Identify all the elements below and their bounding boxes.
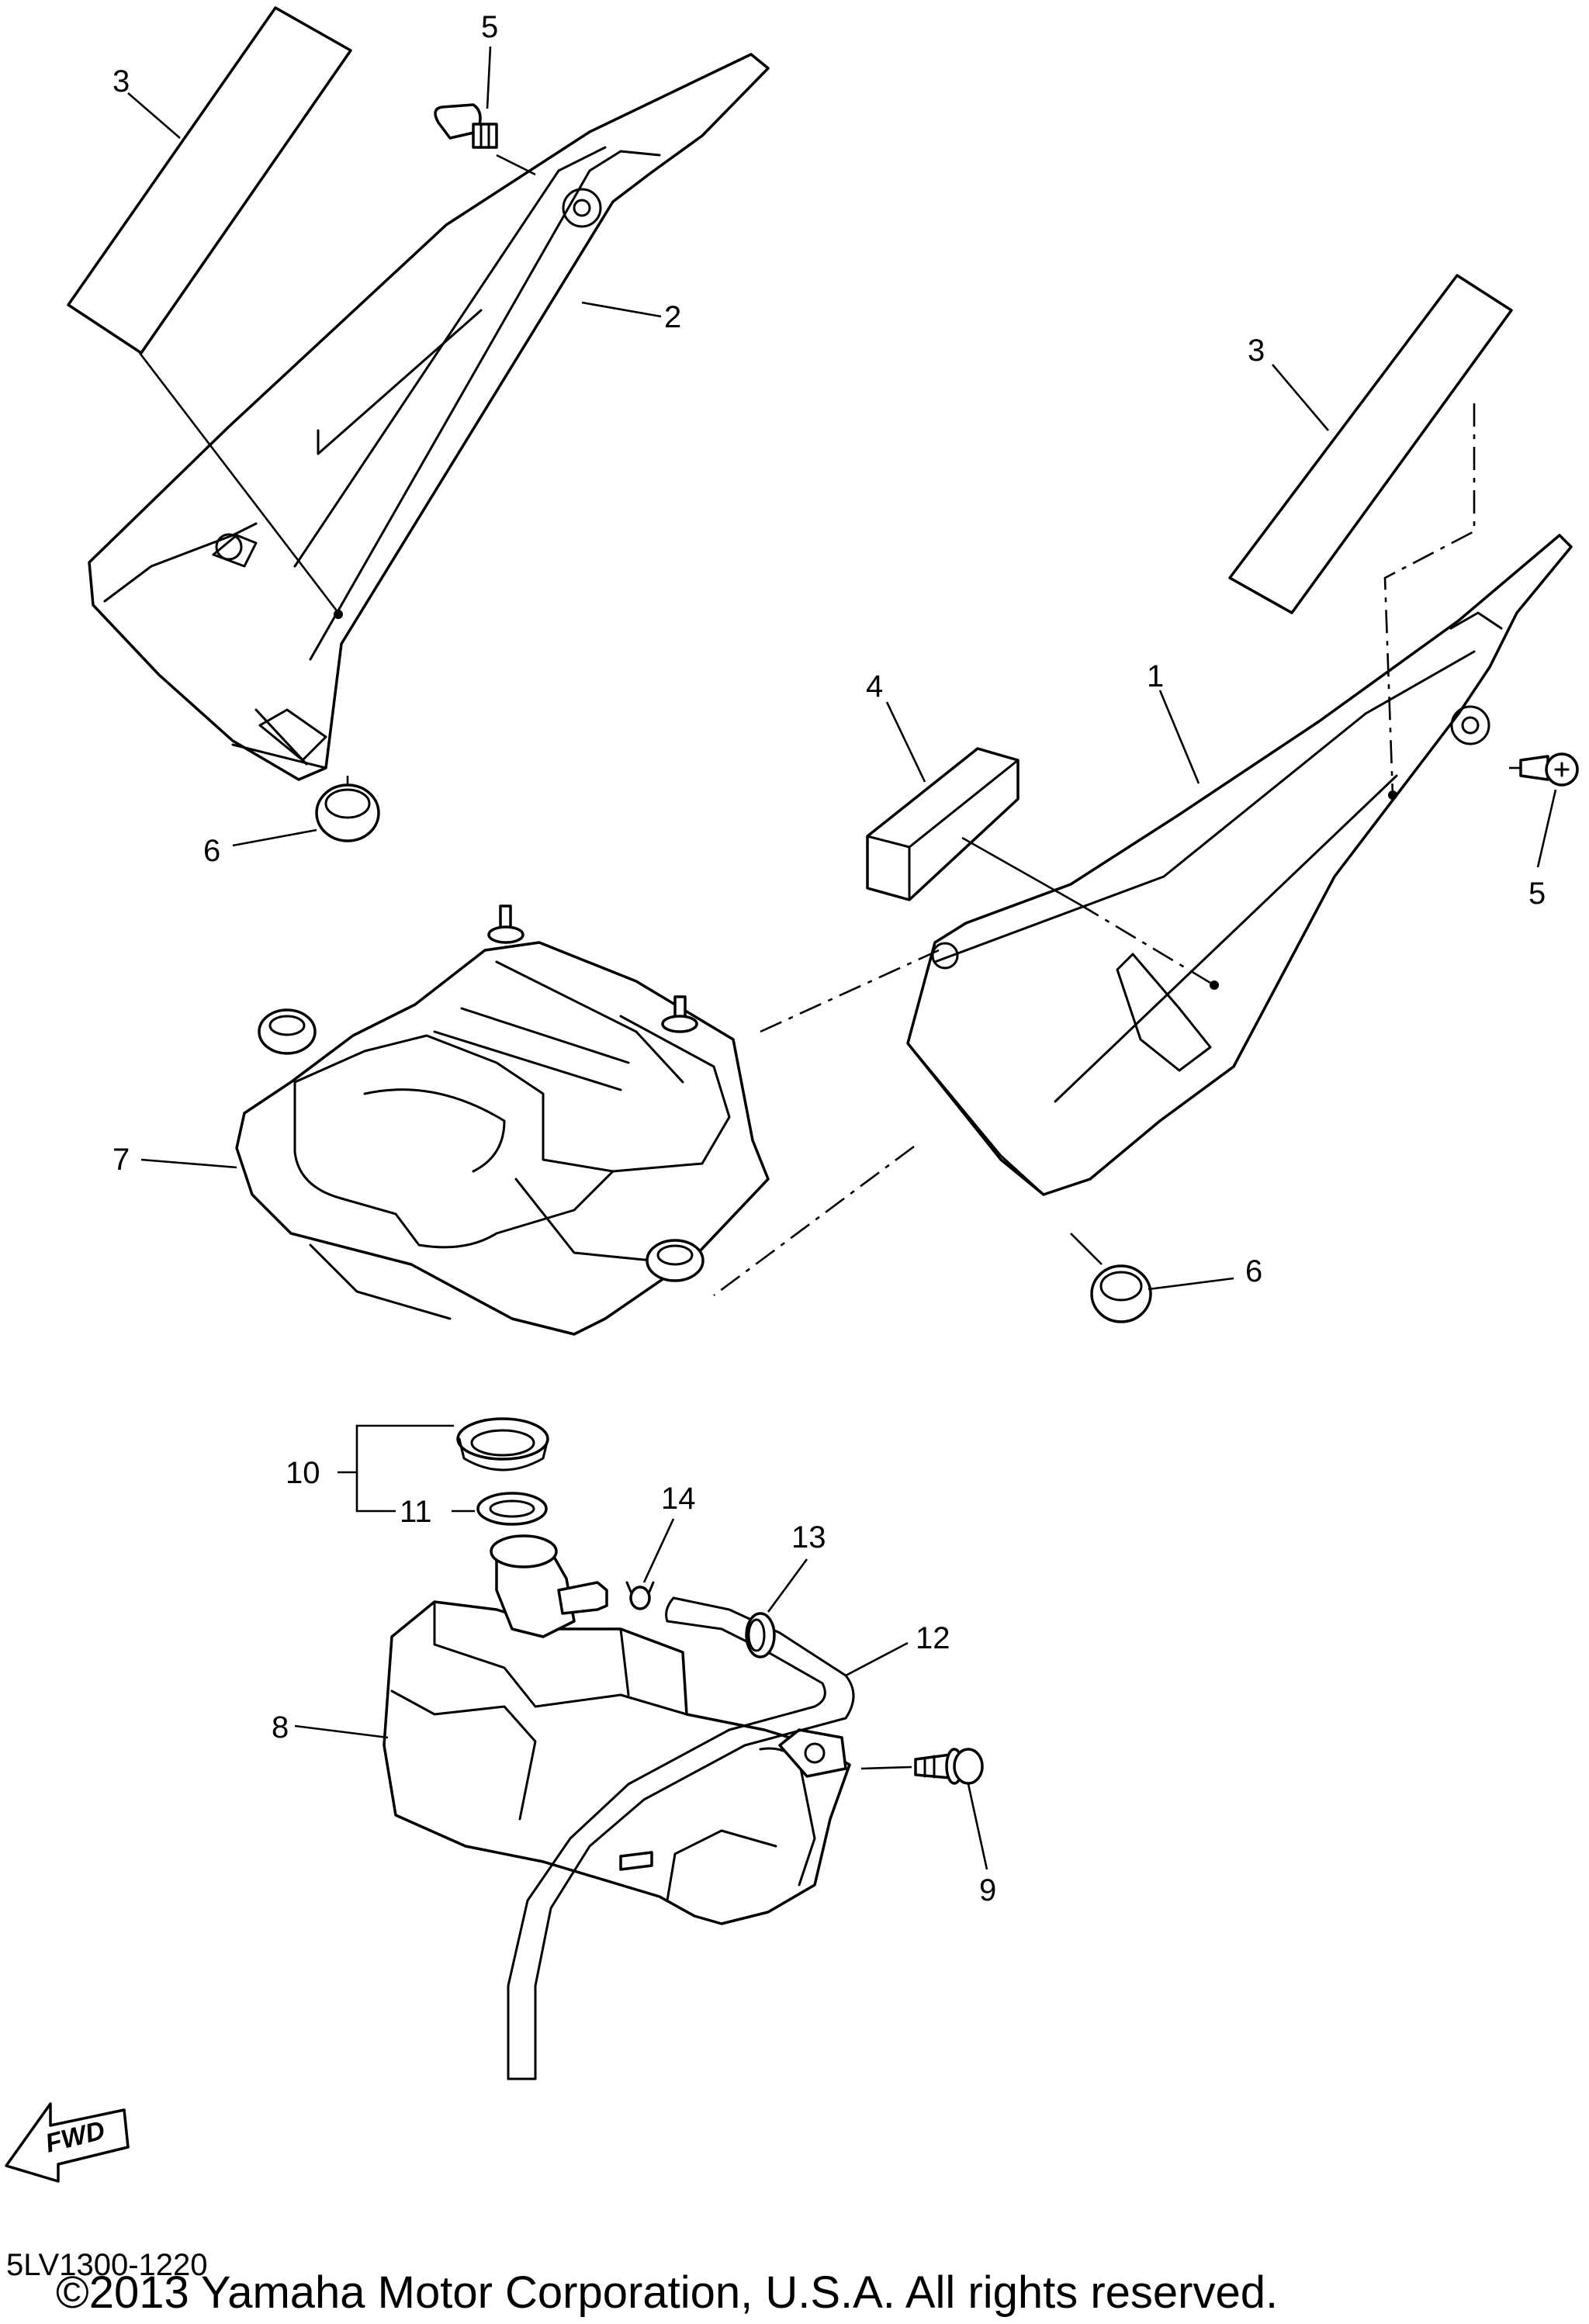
callout-11: 11 bbox=[400, 1495, 432, 1529]
callout-1: 1 bbox=[1147, 659, 1164, 693]
callout-2: 2 bbox=[664, 300, 681, 334]
callout-6-left: 6 bbox=[203, 834, 220, 868]
callout-14: 14 bbox=[661, 1482, 696, 1516]
grommet-right bbox=[1090, 1264, 1152, 1323]
callout-13: 13 bbox=[791, 1520, 826, 1555]
copyright-notice: ©2013 Yamaha Motor Corporation, U.S.A. A… bbox=[56, 2267, 1279, 2318]
battery-tray bbox=[235, 904, 770, 1336]
pad bbox=[866, 747, 1020, 901]
hose-clip bbox=[625, 1581, 655, 1610]
callout-8: 8 bbox=[272, 1710, 289, 1745]
callout-6-right: 6 bbox=[1245, 1254, 1262, 1288]
callout-3-right: 3 bbox=[1248, 334, 1265, 368]
callout-3-left: 3 bbox=[113, 64, 130, 99]
grommet-left bbox=[315, 783, 380, 842]
screw-left bbox=[434, 103, 498, 149]
screw-right bbox=[1519, 752, 1579, 787]
forward-arrow-icon: FWD bbox=[5, 2102, 130, 2183]
callout-leaders bbox=[127, 46, 1557, 1870]
cap-gasket bbox=[476, 1492, 548, 1526]
right-side-cover bbox=[906, 534, 1573, 1196]
callout-12: 12 bbox=[916, 1621, 950, 1655]
left-side-cover bbox=[88, 53, 770, 781]
callout-10: 10 bbox=[286, 1456, 320, 1490]
callout-5-right: 5 bbox=[1528, 877, 1546, 911]
callout-4: 4 bbox=[866, 669, 883, 704]
diagram-code: 5LV1300-1220 bbox=[6, 2248, 208, 2282]
tank-cap bbox=[456, 1417, 549, 1472]
hose-grommet bbox=[745, 1612, 776, 1658]
damper-block-right bbox=[1228, 274, 1513, 614]
callout-numbers: 3 5 2 6 3 4 1 5 6 7 10 11 14 13 12 8 9 bbox=[113, 10, 1546, 1907]
assembly-lines bbox=[138, 154, 1521, 1770]
callout-5-left: 5 bbox=[481, 10, 498, 44]
damper-block-left bbox=[67, 6, 352, 354]
callout-9: 9 bbox=[979, 1873, 996, 1907]
bolt bbox=[914, 1748, 984, 1785]
callout-7: 7 bbox=[113, 1143, 130, 1177]
coolant-tank bbox=[383, 1534, 851, 1925]
